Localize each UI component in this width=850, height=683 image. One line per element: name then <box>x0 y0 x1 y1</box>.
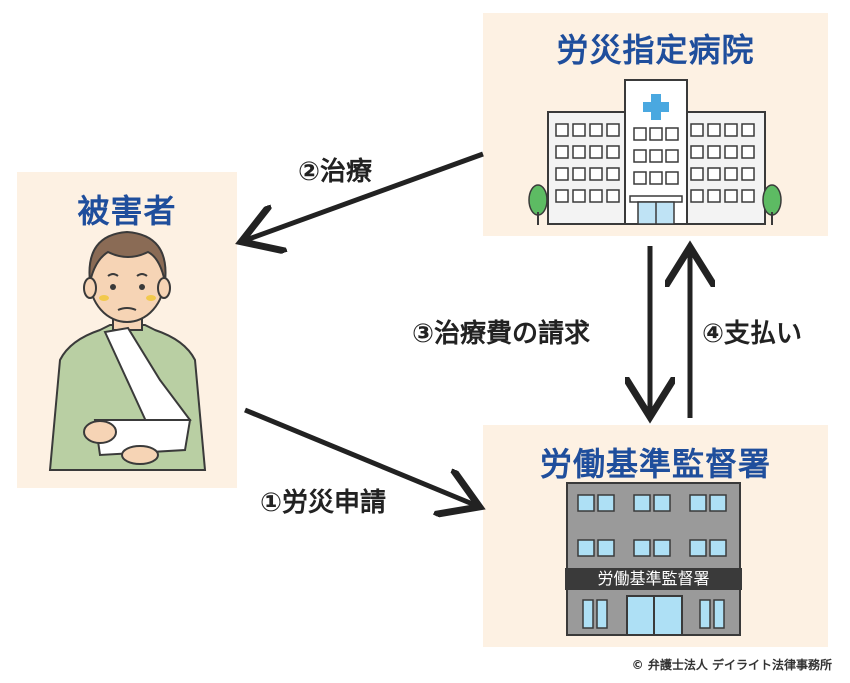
label-step4: ④支払い <box>702 319 803 349</box>
arrow-treatment <box>246 151 484 240</box>
copyright: © 弁護士法人 デイライト法律事務所 <box>631 658 832 672</box>
arrow-application <box>244 407 475 505</box>
hospital-illustration <box>528 79 782 225</box>
label-step3: ③治療費の請求 <box>412 319 591 349</box>
label-step1: ①労災申請 <box>260 488 387 518</box>
injured-person-illustration <box>48 230 207 471</box>
victim-title: 被害者 <box>77 192 177 230</box>
office-title: 労働基準監督署 <box>539 445 771 483</box>
office-sign-text: 労働基準監督署 <box>597 569 710 588</box>
label-step2: ②治療 <box>298 157 373 187</box>
hospital-title: 労災指定病院 <box>556 31 755 69</box>
labor-office-illustration <box>565 482 742 636</box>
